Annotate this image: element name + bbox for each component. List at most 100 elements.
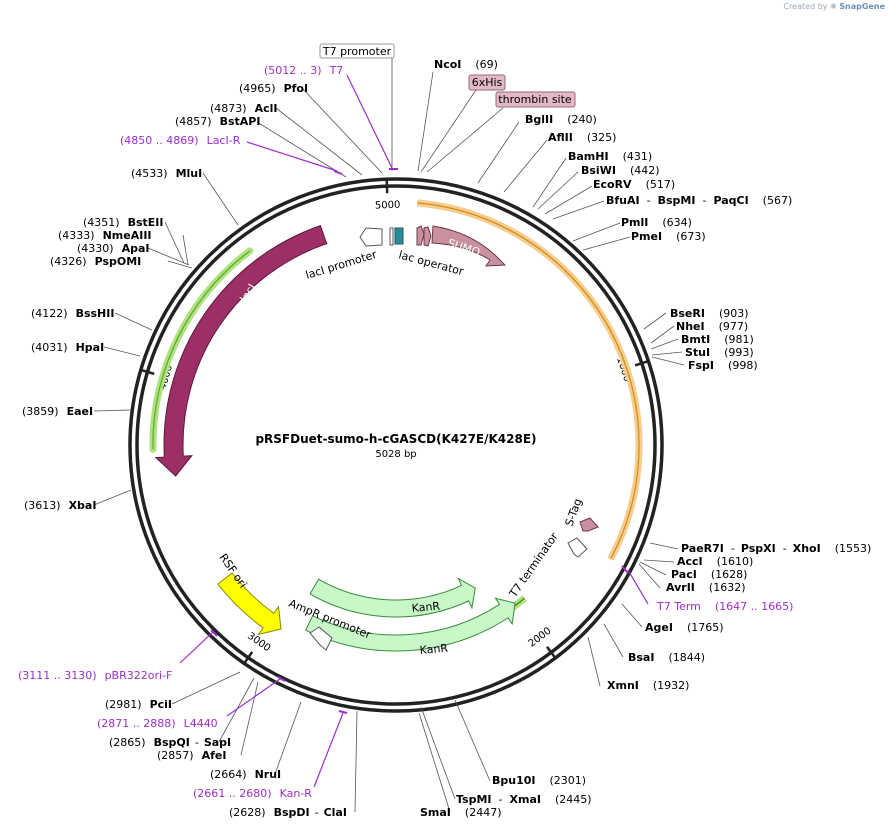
- sumo-highlight-line: [417, 202, 640, 560]
- site-pos: (3859): [22, 405, 59, 418]
- kanr-label-1: KanR: [411, 600, 441, 615]
- site-pos: (4333): [58, 229, 95, 242]
- plasmid-name: pRSFDuet-sumo-h-cGASCD(K427E/K428E): [255, 432, 536, 446]
- site-name: BspQI: [154, 736, 190, 749]
- thrombin-mark: [423, 226, 432, 247]
- svg-text:T7 Term(1647 .. 1665): T7 Term(1647 .. 1665): [656, 600, 793, 613]
- site-pos: (442): [630, 164, 660, 177]
- site-name: FspI: [688, 359, 714, 372]
- kanr-feature-2[interactable]: [305, 597, 516, 652]
- site-pos: (4326): [50, 255, 87, 268]
- site-name: NheI: [676, 320, 705, 333]
- site-name: XbaI: [69, 499, 97, 512]
- svg-text:(2981)PciI: (2981)PciI: [105, 698, 172, 711]
- svg-text:SmaI(2447): SmaI(2447): [420, 806, 501, 819]
- t7-promoter-label: T7 promoter: [322, 45, 392, 58]
- site-name: AclI: [255, 102, 278, 115]
- primer-kan-r-range: (2661 .. 2680): [193, 787, 272, 800]
- site-name: NmeAIII: [103, 229, 152, 242]
- site-pos: (517): [646, 178, 676, 191]
- lac-operator-box[interactable]: [394, 227, 404, 245]
- site-pos: (240): [567, 113, 597, 126]
- ampr-promoter-feature[interactable]: [309, 626, 333, 651]
- site-name: XmnI: [607, 679, 639, 692]
- sumo-feature[interactable]: [431, 225, 507, 267]
- t7-promoter-mark: [389, 227, 394, 246]
- site-name: BglII: [525, 113, 553, 126]
- credit-prefix: Created by: [783, 2, 828, 11]
- site-pos: (998): [728, 359, 758, 372]
- rsf-ori-feature[interactable]: [217, 572, 282, 636]
- site-name: MluI: [176, 167, 203, 180]
- laci-feature[interactable]: [154, 225, 328, 477]
- kanr-label-2: KanR: [419, 642, 449, 657]
- site-pos: (2664): [210, 768, 247, 781]
- t7-terminator-feature[interactable]: [567, 537, 588, 558]
- thrombin-box: [495, 91, 576, 108]
- site-extra: PspXI: [741, 542, 776, 555]
- site-pos: (3613): [24, 499, 61, 512]
- site-pos: (1628): [711, 568, 748, 581]
- site-name: StuI: [685, 346, 710, 359]
- sixhis-box: [468, 74, 506, 91]
- primer-laci-r-name: LacI-R: [207, 134, 241, 147]
- site-pos: (977): [719, 320, 749, 333]
- site-pos: (2628): [229, 806, 266, 819]
- svg-text:(2661 .. 2680)Kan-R: (2661 .. 2680) Kan-R: [193, 787, 312, 800]
- svg-text:StuI(993): StuI (993): [685, 346, 754, 359]
- site-name: BseRI: [670, 307, 705, 320]
- site-name: BsaI: [628, 651, 654, 664]
- svg-text:PmeI(673): PmeI(673): [631, 230, 706, 243]
- site-pos: (4351): [83, 216, 120, 229]
- site-name: NcoI: [434, 58, 461, 71]
- primer-t7-name: T7: [329, 64, 344, 77]
- svg-text:PaeR7I-PspXI-XhoI(1553): PaeR7I-PspXI-XhoI(1553): [681, 542, 871, 555]
- site-name: BamHI: [568, 150, 609, 163]
- site-pos: (2447): [465, 806, 502, 819]
- site-name: ApaI: [122, 242, 150, 255]
- site-name: PaeR7I: [681, 542, 724, 555]
- svg-text:(4873)AclI: (4873)AclI: [210, 102, 277, 115]
- primer-t7-term-range: (1647 .. 1665): [715, 600, 794, 613]
- laci-promoter-arrow[interactable]: [359, 227, 383, 247]
- svg-text:(3111 .. 3130)pBR322ori-F: (3111 .. 3130)pBR322ori-F: [18, 669, 172, 682]
- site-pos: (4031): [31, 341, 68, 354]
- site-name: AfeI: [202, 749, 227, 762]
- svg-text:AvrII(1632): AvrII(1632): [666, 581, 745, 594]
- t7-terminator-label: T7 terminator: [506, 530, 561, 601]
- site-pos: (993): [724, 346, 754, 359]
- site-pos: (634): [662, 216, 692, 229]
- plasmid-length: 5028 bp: [375, 449, 416, 460]
- svg-text:FspI(998): FspI (998): [688, 359, 758, 372]
- svg-text:(2871 .. 2888)L4440: (2871 .. 2888)L4440: [97, 717, 218, 730]
- laci-highlight-line: [152, 250, 251, 450]
- site-pos: (1765): [687, 621, 724, 634]
- primer-laci-r-range: (4850 .. 4869): [120, 134, 199, 147]
- svg-text:(4850 .. 4869)LacI-R: (4850 .. 4869) LacI-R: [120, 134, 241, 147]
- snapgene-logo-icon: ❋: [830, 2, 837, 11]
- primer-kan-r-name: Kan-R: [280, 787, 313, 800]
- backbone-inner-ring: [135, 184, 657, 706]
- svg-text:PmlI(634): PmlI(634): [621, 216, 692, 229]
- tick-label-5000: 5000: [375, 200, 401, 212]
- site-name: BsiWI: [581, 164, 616, 177]
- snapgene-credit: Created by ❋ SnapGene: [783, 2, 885, 11]
- site-name: HpaI: [76, 341, 105, 354]
- svg-text:(4333)NmeAIII: (4333) NmeAIII: [58, 229, 152, 242]
- kanr-feature-1[interactable]: [309, 577, 476, 618]
- tick-mark-2000: [545, 646, 557, 659]
- svg-text:NheI(977): NheI (977): [676, 320, 748, 333]
- svg-text:BfuAI-BspMI-PaqCI(567): BfuAI-BspMI-PaqCI(567): [606, 194, 792, 207]
- svg-text:AgeI(1765): AgeI(1765): [645, 621, 724, 634]
- site-name: PfoI: [284, 82, 309, 95]
- primer-l4440-name: L4440: [184, 717, 218, 730]
- site-extra: SapI: [204, 736, 231, 749]
- site-extra: BspMI: [658, 194, 696, 207]
- primer-marks: [210, 168, 629, 714]
- site-name: PciI: [150, 698, 172, 711]
- s-tag-feature[interactable]: [579, 517, 599, 532]
- site-pos: (1632): [709, 581, 746, 594]
- site-name: BmtI: [681, 333, 710, 346]
